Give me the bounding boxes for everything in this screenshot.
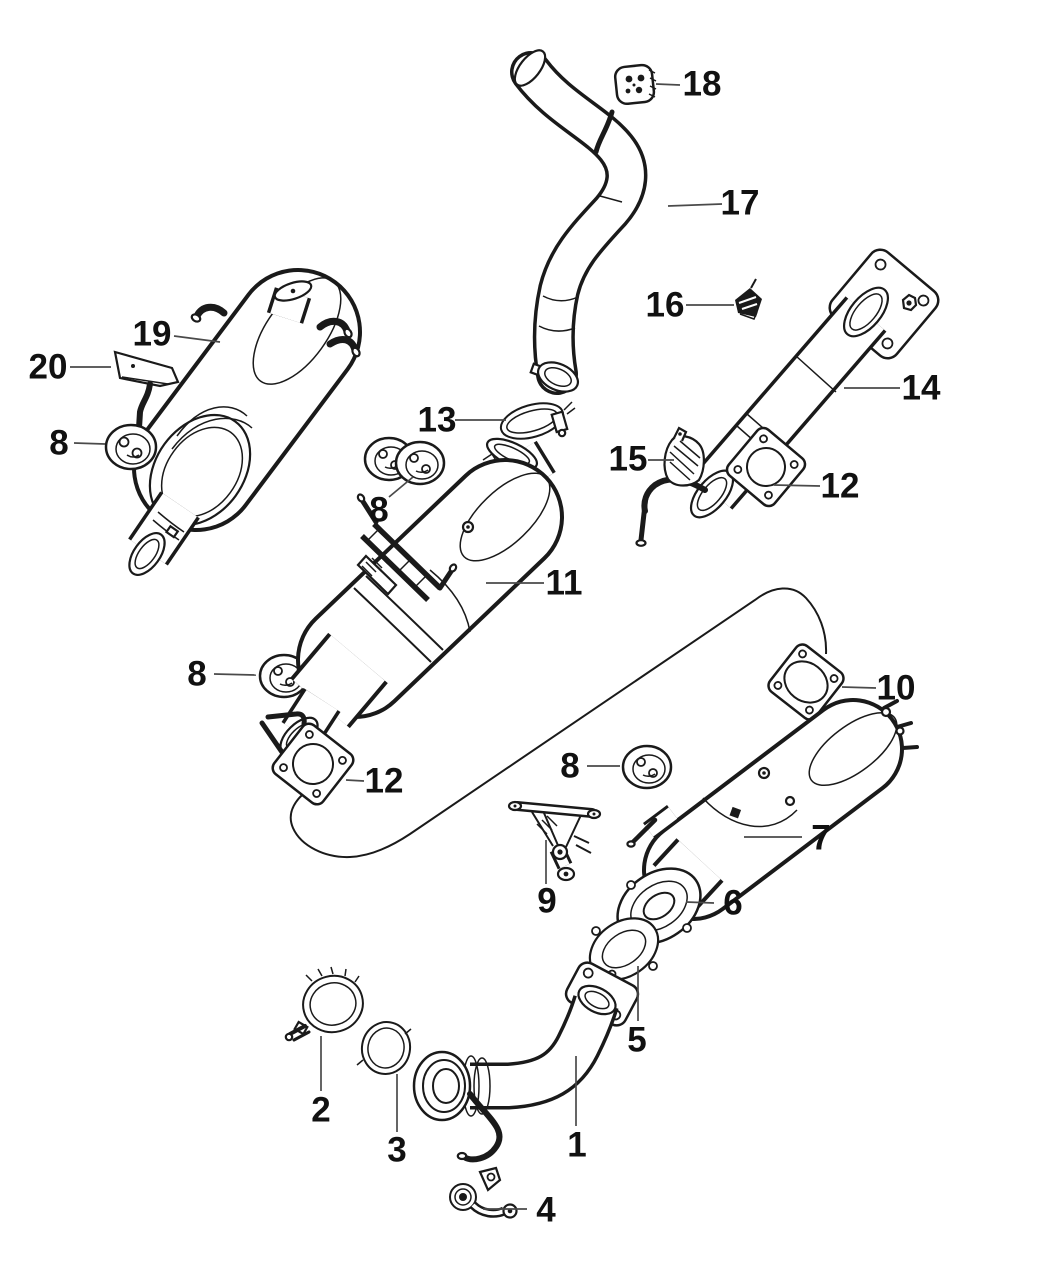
part-hanger-bracket [507,800,602,882]
callout-leader-line [213,673,257,676]
callout-9-11: 9 [537,840,557,921]
callout-number: 13 [418,401,457,440]
callout-number: 19 [133,315,172,354]
part-front-pipe [412,961,640,1163]
callout-20-23: 20 [29,348,111,387]
callout-leader-line [685,901,715,904]
callout-8-7: 8 [49,424,106,463]
callout-8-8: 8 [369,476,414,530]
callout-number: 3 [387,1131,406,1170]
part-support-bracket [113,350,180,435]
callout-5-4: 5 [627,966,647,1060]
callout-1-0: 1 [567,1056,587,1165]
callout-15-18: 15 [609,440,674,479]
callout-number: 17 [721,184,760,223]
callout-number: 8 [187,655,206,694]
callout-17-20: 17 [667,184,760,223]
callout-number: 4 [536,1191,556,1230]
callout-number: 2 [311,1091,330,1130]
muffler-hanger-rods [190,303,361,358]
dpf-mount-bracket [356,493,458,602]
callout-12-15: 12 [773,467,860,506]
part-vband-clamp [284,966,364,1042]
callout-leader-line [345,779,365,782]
part-muffler [128,268,362,576]
callout-leader-line [667,203,723,207]
callout-6-5: 6 [685,884,743,923]
callout-8-10: 8 [560,747,620,786]
callout-number: 9 [537,882,556,921]
callout-number: 14 [902,369,941,408]
callout-number: 10 [877,669,916,708]
callout-13-16: 13 [418,401,506,440]
callout-number: 6 [723,884,742,923]
part-clamp-nut-block [613,63,657,106]
part-small-bracket [449,1166,518,1219]
callout-8-9: 8 [187,655,257,694]
part-tailpipe [510,49,648,395]
part-flange-gasket-right [725,426,807,508]
callout-leader-line [773,484,821,487]
part-insulator [663,426,705,487]
callout-number: 18 [683,65,722,104]
callout-number: 20 [29,348,68,387]
flange-nut [901,293,918,312]
callout-14-17: 14 [844,369,941,408]
part-catalytic-converter [616,698,919,945]
callout-number: 1 [567,1126,586,1165]
callout-4-3: 4 [483,1191,556,1230]
callout-leader-line [173,335,221,343]
callout-number: 7 [811,819,830,858]
callout-12-14: 12 [345,762,404,801]
routing-pipe-curve [289,587,828,859]
callout-19-22: 19 [133,315,221,354]
callout-16-19: 16 [646,286,734,325]
part-ring-gasket [356,1021,412,1075]
part-isolator-hangers [104,423,673,790]
callout-number: 12 [365,762,404,801]
callout-number: 5 [627,1021,646,1060]
callout-number: 16 [646,286,685,325]
callout-2-1: 2 [311,1036,331,1130]
callout-10-12: 10 [841,669,916,708]
callout-7-6: 7 [744,819,831,858]
callout-number: 8 [560,747,579,786]
callout-number: 12 [821,467,860,506]
callout-leader-line [841,686,877,689]
callout-leader-line [655,83,681,86]
part-flange-gasket-upper [767,643,845,721]
callout-11-13: 11 [486,564,583,603]
callout-18-21: 18 [655,65,722,104]
callout-number: 8 [369,491,388,530]
callout-leader-line [388,476,414,498]
part-clip-bracket [735,278,762,320]
callout-number: 15 [609,440,648,479]
part-flange-gasket-left [259,711,355,806]
callout-leader-line [73,442,106,445]
callout-3-2: 3 [387,1074,407,1170]
callout-number: 8 [49,424,68,463]
part-band-clamp [499,401,576,440]
callout-number: 11 [546,564,583,603]
